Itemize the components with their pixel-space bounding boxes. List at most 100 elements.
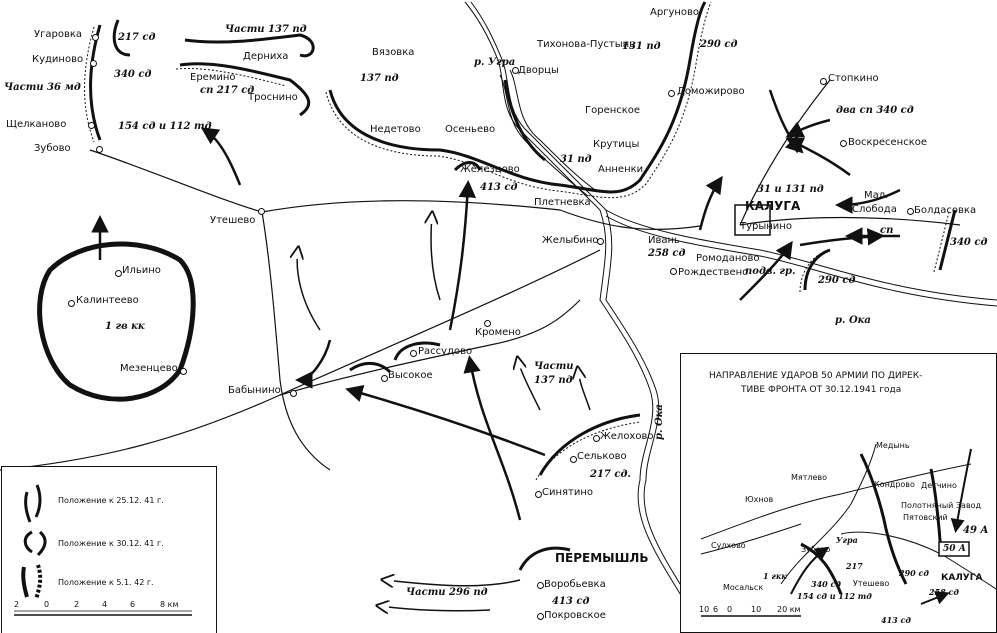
unit-label: 413 сд <box>552 596 590 607</box>
inset-myatlevo: Мятлево <box>791 473 828 482</box>
inset-drawing <box>700 443 996 617</box>
river-label-oka: р. Ока <box>835 315 871 326</box>
inset-scale-tick: 0 <box>727 605 733 614</box>
unit-label: подв. гр. <box>745 266 796 277</box>
settlement-dot <box>484 320 491 327</box>
unit-label: 258 сд <box>648 248 686 259</box>
scale-tick: 8 км <box>160 600 179 609</box>
inset-u413: 413 сд <box>881 615 911 625</box>
label-annenki: Анненки <box>598 164 644 175</box>
settlement-dot <box>68 300 75 307</box>
settlement-dot <box>537 582 544 589</box>
settlement-dot <box>92 34 99 41</box>
inset-u258: 258 сд <box>929 587 959 597</box>
unit-label: сп <box>880 225 894 236</box>
inset-scale-tick: 20 км <box>777 605 801 614</box>
label-krutitsy: Крутицы <box>593 139 640 150</box>
label-vyazovka: Вязовка <box>372 47 415 58</box>
label-stopkino: Стопкино <box>828 73 879 84</box>
settlement-dot <box>840 140 847 147</box>
label-babynino: Бабынино <box>228 385 281 396</box>
inset-pyatovsky: Пятовский <box>903 513 948 522</box>
label-sinyatino: Синятино <box>542 487 594 498</box>
unit-label: 290 сд <box>700 39 738 50</box>
unit-label: 413 сд <box>480 182 518 193</box>
inset-detchino: Детчино <box>921 481 957 490</box>
inset-kaluga: КАЛУГА <box>941 573 983 583</box>
legend: Положение к 25.12. 41 г. Положение к 30.… <box>1 466 217 633</box>
settlement-dot <box>410 350 417 357</box>
label-zhelokhovo: Желохово <box>600 431 654 442</box>
settlement-dot <box>537 613 544 620</box>
label-kudinovo: Кудиново <box>32 54 84 65</box>
scale-tick: 2 <box>14 600 20 609</box>
unit-label: сп 217 сд <box>200 85 255 96</box>
inset-title-line2: ТИВЕ ФРОНТА ОТ 30.12.1941 года <box>741 385 902 395</box>
settlement-dot <box>907 208 914 215</box>
river-label-ugra: р. Угра <box>474 57 516 68</box>
legend-item-2: Положение к 30.12. 41 г. <box>58 539 164 548</box>
scale-tick: 0 <box>44 600 50 609</box>
inset-yukhnov: Юхнов <box>745 495 774 504</box>
inset-polotnyany: Полотняный Завод <box>901 501 982 510</box>
unit-label: 137 пд <box>534 375 573 386</box>
hollow-arrows <box>297 215 591 611</box>
inset-title-line1: НАПРАВЛЕНИЕ УДАРОВ 50 АРМИИ ПО ДИРЕК- <box>709 371 923 381</box>
settlement-dot <box>258 208 265 215</box>
label-pokrovskoe: Покровское <box>544 610 606 621</box>
label-gorenskoe: Горенское <box>585 105 641 116</box>
kaluga-block <box>734 204 771 236</box>
river-label-oka-vertical: р. Ока <box>654 404 665 440</box>
unit-label: два сп 340 сд <box>836 105 914 116</box>
label-domozhirovo: Доможирово <box>677 86 745 97</box>
label-romodanovo: Ромоданово <box>696 253 760 264</box>
label-boldasovka: Болдасовка <box>914 205 977 216</box>
roads <box>0 79 961 471</box>
unit-label: 1 гв кк <box>105 321 145 332</box>
inset-u340: 340 сд <box>811 579 841 589</box>
label-ilino: Ильино <box>122 265 161 276</box>
settlement-dot <box>290 390 297 397</box>
scale-tick: 2 <box>74 600 80 609</box>
inset-sulkhovo: Сулхово <box>711 541 746 550</box>
settlement-dot <box>90 60 97 67</box>
label-zheleztsovo: Железцово <box>460 164 520 175</box>
settlement-dot <box>570 456 577 463</box>
inset-army50: 50 А <box>943 544 966 554</box>
unit-label: 217 сд <box>118 32 156 43</box>
inset-u217: 217 <box>846 561 863 571</box>
front-lines <box>89 1 957 571</box>
unit-label: 290 сд <box>818 275 856 286</box>
legend-symbols <box>14 484 192 616</box>
label-uteshevo: Утешево <box>210 215 256 226</box>
label-ugarovka: Угаровка <box>34 29 83 40</box>
unit-label: 31 пд <box>560 154 592 165</box>
inset-mosalsk: Мосальск <box>723 583 764 592</box>
label-zubovo: Зубово <box>34 143 71 154</box>
unit-label: 217 сд. <box>590 469 631 480</box>
label-mezentsevo: Мезенцево <box>120 363 178 374</box>
inset-map: НАПРАВЛЕНИЕ УДАРОВ 50 АРМИИ ПО ДИРЕК- ТИ… <box>680 353 997 633</box>
settlement-dot <box>820 78 827 85</box>
label-mal: Мал. <box>864 190 889 201</box>
inset-uteshevo: Утешево <box>853 579 890 588</box>
unit-label: Части 296 пд <box>406 587 488 598</box>
settlement-dot <box>597 238 604 245</box>
settlement-dot <box>512 67 519 74</box>
inset-u290: 290 сд <box>899 568 929 578</box>
label-dvortsy: Дворцы <box>518 65 559 76</box>
unit-label: 340 сд <box>950 237 988 248</box>
inset-kondrovo: Кондрово <box>874 480 915 489</box>
settlement-dot <box>381 375 388 382</box>
settlement-dot <box>180 368 187 375</box>
hatching <box>84 1 950 481</box>
unit-label: Части 36 мд <box>4 82 81 93</box>
inset-ugra: Угра <box>836 535 858 545</box>
label-shchelkanovo: Щелканово <box>6 119 67 130</box>
unit-label: 31 и 131 пд <box>757 184 824 195</box>
settlement-dot <box>593 435 600 442</box>
label-kromeno: Кромено <box>475 327 521 338</box>
inset-zubovo: Зубово <box>801 545 831 554</box>
label-argunovo: Аргуново <box>650 7 700 18</box>
settlement-dot <box>115 270 122 277</box>
